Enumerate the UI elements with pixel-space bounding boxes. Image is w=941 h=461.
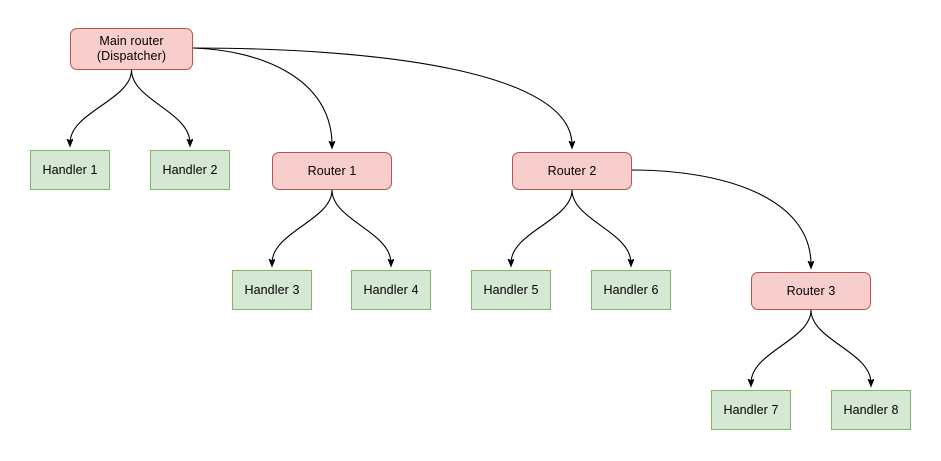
- node-label-handler-1: Handler 1: [42, 162, 98, 177]
- edge-r1-h3: [272, 189, 333, 263]
- edge-r1-h4: [331, 189, 391, 263]
- edge-paths: [70, 47, 871, 383]
- node-handler-4[interactable]: Handler 4: [351, 270, 431, 310]
- node-handler-2[interactable]: Handler 2: [150, 150, 230, 190]
- node-label-router-3: Router 3: [786, 283, 836, 298]
- node-handler-8[interactable]: Handler 8: [831, 390, 911, 430]
- node-router-1[interactable]: Router 1: [272, 152, 392, 190]
- edge-main-r2: [192, 47, 572, 145]
- edge-r2-h5: [511, 189, 573, 263]
- node-router-3[interactable]: Router 3: [751, 272, 871, 310]
- edge-r2-r3: [631, 169, 811, 265]
- edge-r3-h8: [810, 309, 871, 383]
- node-label-main-router: Main router (Dispatcher): [96, 34, 167, 63]
- node-label-handler-5: Handler 5: [483, 282, 539, 297]
- node-label-handler-2: Handler 2: [162, 162, 218, 177]
- edge-main-h2: [130, 69, 191, 143]
- node-label-router-1: Router 1: [307, 163, 357, 178]
- node-label-handler-6: Handler 6: [603, 282, 659, 297]
- node-label-handler-3: Handler 3: [244, 282, 300, 297]
- edge-r2-h6: [571, 189, 631, 263]
- node-handler-7[interactable]: Handler 7: [711, 390, 791, 430]
- node-main-router[interactable]: Main router (Dispatcher): [70, 28, 193, 70]
- edge-main-h1: [70, 69, 133, 143]
- node-handler-6[interactable]: Handler 6: [591, 270, 671, 310]
- node-label-router-2: Router 2: [547, 163, 597, 178]
- node-handler-3[interactable]: Handler 3: [232, 270, 312, 310]
- node-label-handler-8: Handler 8: [843, 402, 899, 417]
- node-label-handler-7: Handler 7: [723, 402, 779, 417]
- edge-main-r1: [192, 47, 332, 145]
- node-handler-1[interactable]: Handler 1: [30, 150, 110, 190]
- node-label-handler-4: Handler 4: [363, 282, 419, 297]
- edge-r3-h7: [751, 309, 812, 383]
- node-router-2[interactable]: Router 2: [512, 152, 632, 190]
- node-handler-5[interactable]: Handler 5: [471, 270, 551, 310]
